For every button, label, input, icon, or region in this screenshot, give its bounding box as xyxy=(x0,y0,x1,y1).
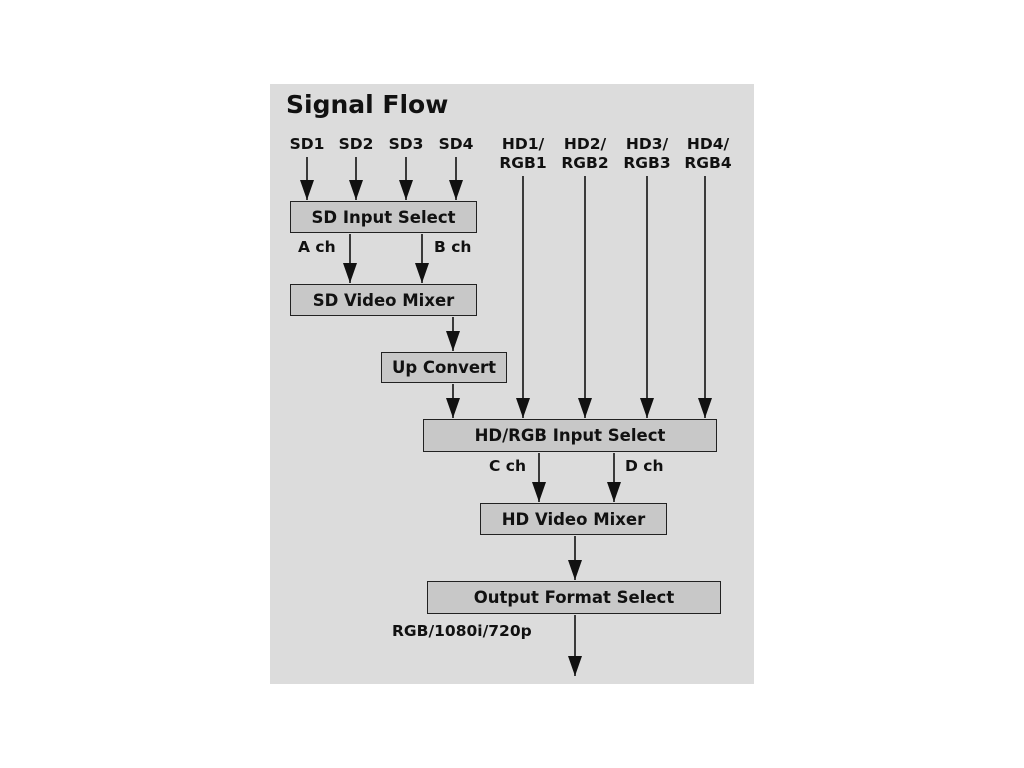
sd-input-label-4: SD4 xyxy=(438,135,474,153)
sd-input-label-1: SD1 xyxy=(289,135,325,153)
sd-input-select-block: SD Input Select xyxy=(290,201,477,233)
hd-input-label-3: HD3/ RGB3 xyxy=(623,135,670,173)
channel-b-label: B ch xyxy=(434,238,472,256)
arrowhead-hd3 xyxy=(640,398,654,418)
sd-input-label-2: SD2 xyxy=(338,135,374,153)
arrowhead-output xyxy=(568,656,582,676)
arrowhead-b-ch xyxy=(415,263,429,283)
hd-input-label-1: HD1/ RGB1 xyxy=(499,135,546,173)
arrowhead-c-ch xyxy=(532,482,546,502)
up-convert-block: Up Convert xyxy=(381,352,507,383)
channel-c-label: C ch xyxy=(489,457,526,475)
arrowhead-hd4 xyxy=(698,398,712,418)
hd-input-label-3-line2: RGB3 xyxy=(623,154,671,172)
hd-input-label-4: HD4/ RGB4 xyxy=(684,135,731,173)
channel-d-label: D ch xyxy=(625,457,664,475)
hd-video-mixer-block: HD Video Mixer xyxy=(480,503,667,535)
channel-a-label: A ch xyxy=(298,238,336,256)
output-format-label: RGB/1080i/720p xyxy=(392,622,532,640)
arrowhead-d-ch xyxy=(607,482,621,502)
output-format-select-block: Output Format Select xyxy=(427,581,721,614)
hd-input-label-1-line1: HD1/ xyxy=(501,135,545,153)
hd-input-label-4-line1: HD4/ xyxy=(686,135,730,153)
hd-rgb-input-select-block: HD/RGB Input Select xyxy=(423,419,717,452)
arrowhead-hd1 xyxy=(516,398,530,418)
hd-input-label-3-line1: HD3/ xyxy=(625,135,669,153)
arrowhead-upconvert-to-hd-select xyxy=(446,398,460,418)
arrowhead-sd3 xyxy=(399,180,413,200)
arrowhead-a-ch xyxy=(343,263,357,283)
arrowhead-hd2 xyxy=(578,398,592,418)
hd-input-label-1-line2: RGB1 xyxy=(499,154,547,172)
sd-input-label-3: SD3 xyxy=(388,135,424,153)
diagram-title: Signal Flow xyxy=(286,90,449,119)
arrowhead-hd-mixer-to-output xyxy=(568,560,582,580)
hd-input-label-2-line2: RGB2 xyxy=(561,154,609,172)
hd-input-label-2: HD2/ RGB2 xyxy=(561,135,608,173)
hd-input-label-4-line2: RGB4 xyxy=(684,154,732,172)
hd-input-label-2-line1: HD2/ xyxy=(563,135,607,153)
arrowhead-sd1 xyxy=(300,180,314,200)
arrowhead-sd4 xyxy=(449,180,463,200)
arrowhead-sd-mixer-to-upconvert xyxy=(446,331,460,351)
arrowhead-sd2 xyxy=(349,180,363,200)
sd-video-mixer-block: SD Video Mixer xyxy=(290,284,477,316)
